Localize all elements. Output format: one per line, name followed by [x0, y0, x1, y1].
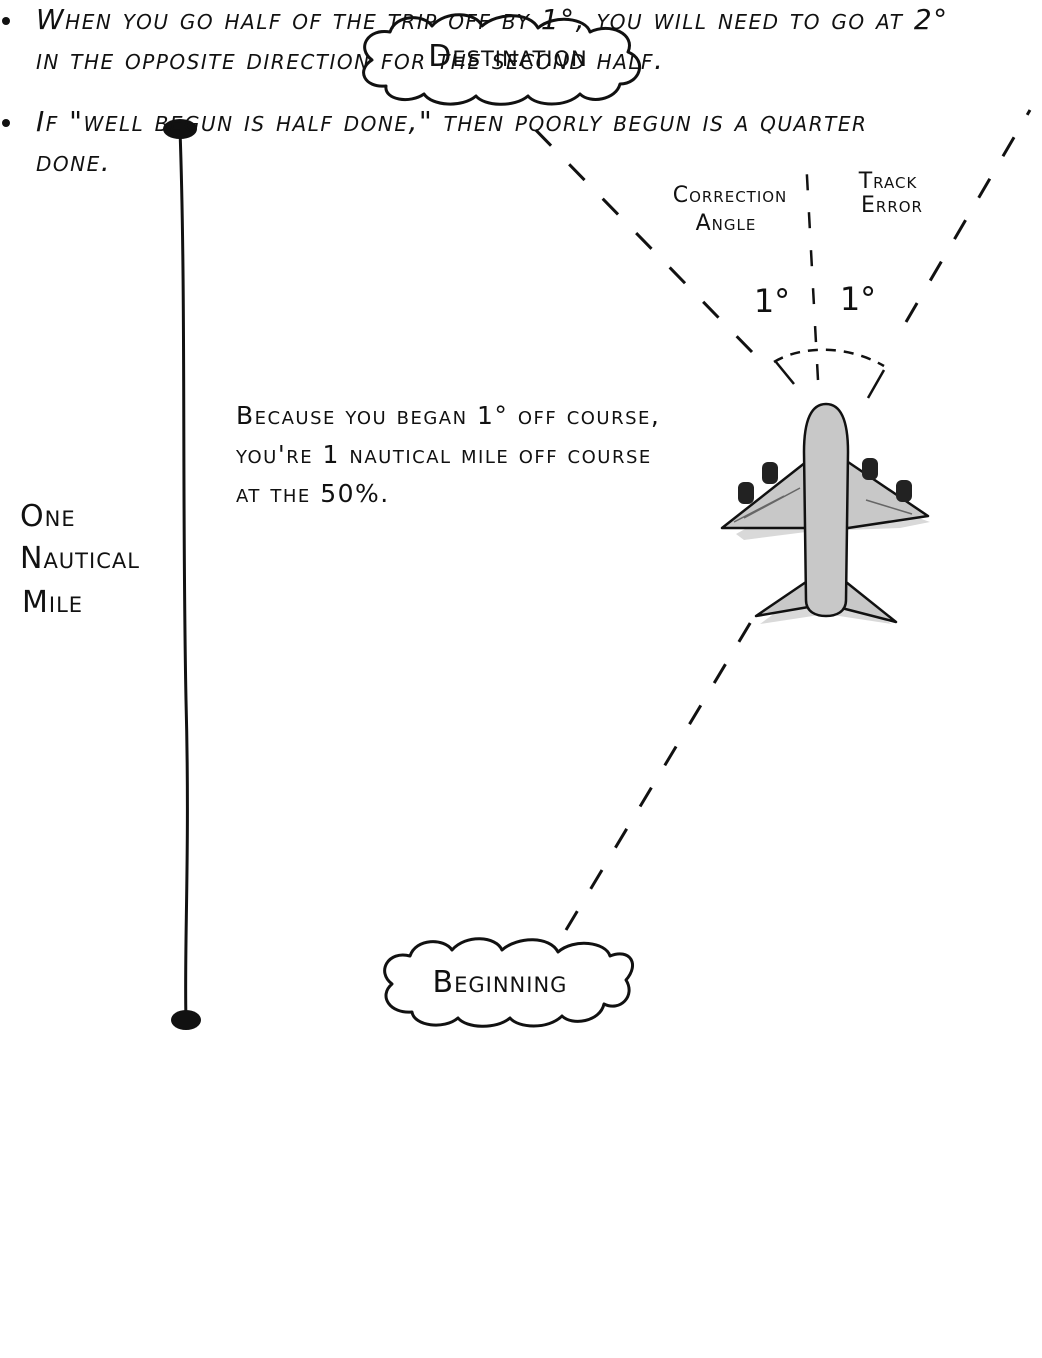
- reference-heading-line: [804, 157, 820, 381]
- airplane-icon: [720, 402, 930, 624]
- beginning-cloud-icon: Beginning: [383, 937, 634, 1028]
- correction-heading-line: [524, 118, 754, 354]
- bullet-dot: [2, 119, 10, 127]
- track-error-degrees: 1°: [840, 280, 876, 318]
- extended-track-line: [904, 109, 1032, 323]
- note-text: When you go half of the trip off by 1°, …: [36, 3, 949, 76]
- distance-label-line2: Nautical: [20, 541, 140, 576]
- scale-bottom-endpoint: [171, 1010, 201, 1030]
- bullet-dot: [2, 17, 10, 25]
- explanation-text: Because you began 1° off course, you're …: [236, 401, 661, 508]
- note-item: If "well begun is half done," then poorl…: [0, 102, 950, 182]
- beginning-label: Beginning: [433, 965, 568, 1000]
- distance-label-line3: Mile: [22, 585, 83, 620]
- destination-label: Destination: [428, 39, 587, 74]
- nautical-mile-scale: One Nautical Mile: [20, 119, 201, 1030]
- track-error-label-line1: Track: [858, 169, 918, 194]
- track-error-label-line2: Error: [861, 193, 923, 218]
- correction-angle-degrees: 1°: [754, 282, 790, 320]
- correction-angle-label-line2: Angle: [696, 211, 757, 236]
- distance-label-line1: One: [20, 499, 76, 534]
- flown-track-line: [564, 619, 754, 931]
- notes-list: When you go half of the trip off by 1°, …: [0, 0, 950, 182]
- note-item: When you go half of the trip off by 1°, …: [0, 0, 950, 80]
- correction-angle-label-line1: Correction: [673, 183, 788, 208]
- angle-arc: [773, 348, 885, 368]
- note-text: If "well begun is half done," then poorl…: [36, 105, 868, 178]
- destination-cloud-icon: Destination: [362, 13, 641, 106]
- scale-top-endpoint: [163, 119, 197, 139]
